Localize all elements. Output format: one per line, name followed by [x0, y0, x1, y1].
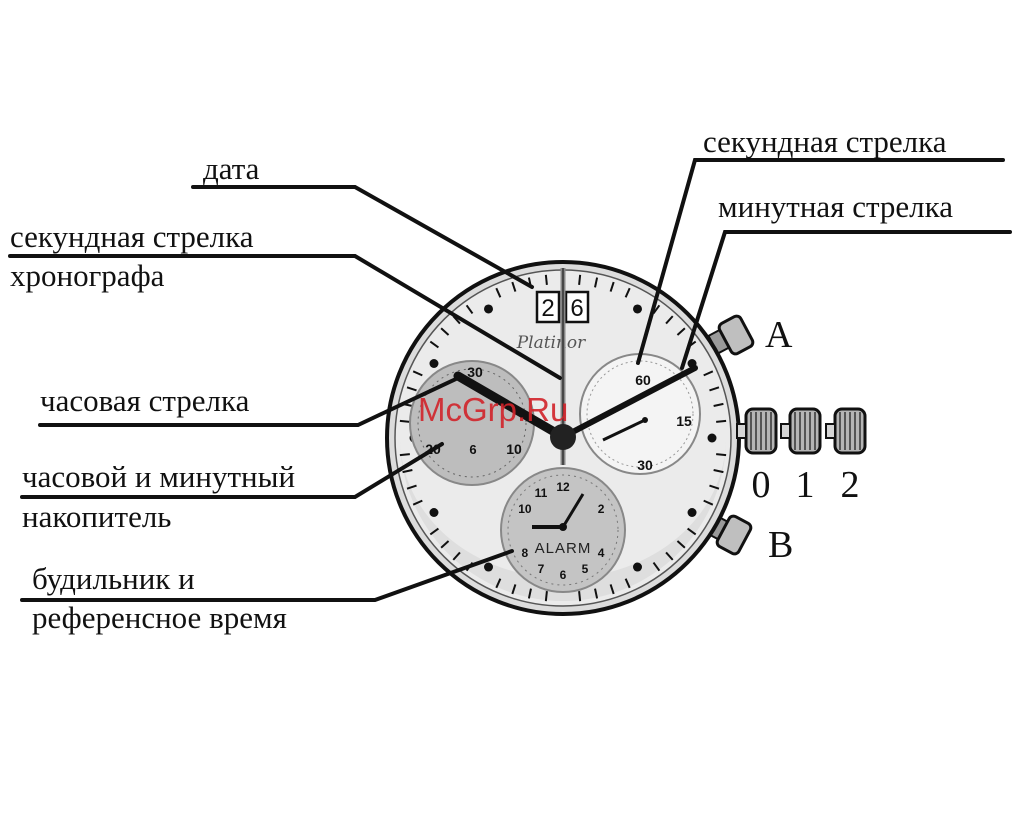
alarm-number: 10 — [518, 502, 532, 516]
minute-tick — [716, 454, 726, 455]
crown-position-2: 2 — [841, 464, 860, 506]
label-chrono-second-line1: секундная стрелка — [10, 219, 254, 254]
crown-icon — [826, 409, 865, 453]
pusher-b-label: B — [768, 524, 793, 566]
hour-marker — [688, 508, 697, 517]
hour-marker — [708, 434, 717, 443]
minute-tick — [579, 275, 580, 285]
minute-tick — [579, 591, 580, 601]
date-digit-2: 6 — [570, 295, 583, 322]
label-totalizer-line1: часовой и минутный — [22, 459, 295, 494]
date-digit-1: 2 — [541, 295, 554, 322]
totalizer-6: 6 — [469, 442, 476, 457]
label-second-hand: секундная стрелка — [703, 124, 947, 159]
alarm-number: 8 — [522, 546, 529, 560]
seconds-subdial-60: 60 — [635, 372, 651, 388]
minute-tick — [716, 421, 726, 422]
hour-marker — [429, 508, 438, 517]
watermark: McGrp.Ru — [418, 391, 568, 428]
crown-position-0: 0 — [752, 464, 771, 506]
alarm-number: 12 — [556, 480, 570, 494]
minute-tick — [400, 454, 410, 455]
minute-tick — [400, 421, 410, 422]
seconds-subdial-30: 30 — [637, 457, 653, 473]
alarm-number: 4 — [598, 546, 605, 560]
crown-icon — [737, 409, 776, 453]
minute-tick — [546, 275, 547, 285]
totalizer-10: 10 — [506, 441, 522, 457]
label-minute-hand: минутная стрелка — [718, 189, 953, 224]
alarm-number: 11 — [535, 486, 548, 500]
hour-marker — [633, 563, 642, 572]
hour-marker — [484, 304, 493, 313]
alarm-number: 7 — [538, 562, 545, 576]
label-hour-hand: часовая стрелка — [40, 383, 250, 418]
alarm-number: 2 — [598, 502, 605, 516]
crown-positions — [737, 409, 865, 453]
alarm-subdial-label: ALARM — [535, 540, 592, 557]
seconds-subdial-15: 15 — [676, 413, 692, 429]
alarm-number: 6 — [560, 568, 567, 582]
label-date: дата — [203, 151, 260, 186]
pusher-a-label: A — [765, 314, 793, 356]
label-chrono-second-line2: хронографа — [10, 258, 165, 293]
crown-icon — [781, 409, 820, 453]
hour-marker — [429, 359, 438, 368]
minute-tick — [546, 591, 547, 601]
hour-marker — [633, 304, 642, 313]
alarm-number: 5 — [582, 562, 589, 576]
brand-logo: Platinor — [516, 333, 586, 353]
label-alarm-line1: будильник и — [32, 561, 195, 596]
crown-position-1: 1 — [796, 464, 815, 506]
hour-marker — [484, 563, 493, 572]
label-alarm-line2: референсное время — [32, 600, 287, 635]
label-totalizer-line2: накопитель — [22, 499, 171, 534]
